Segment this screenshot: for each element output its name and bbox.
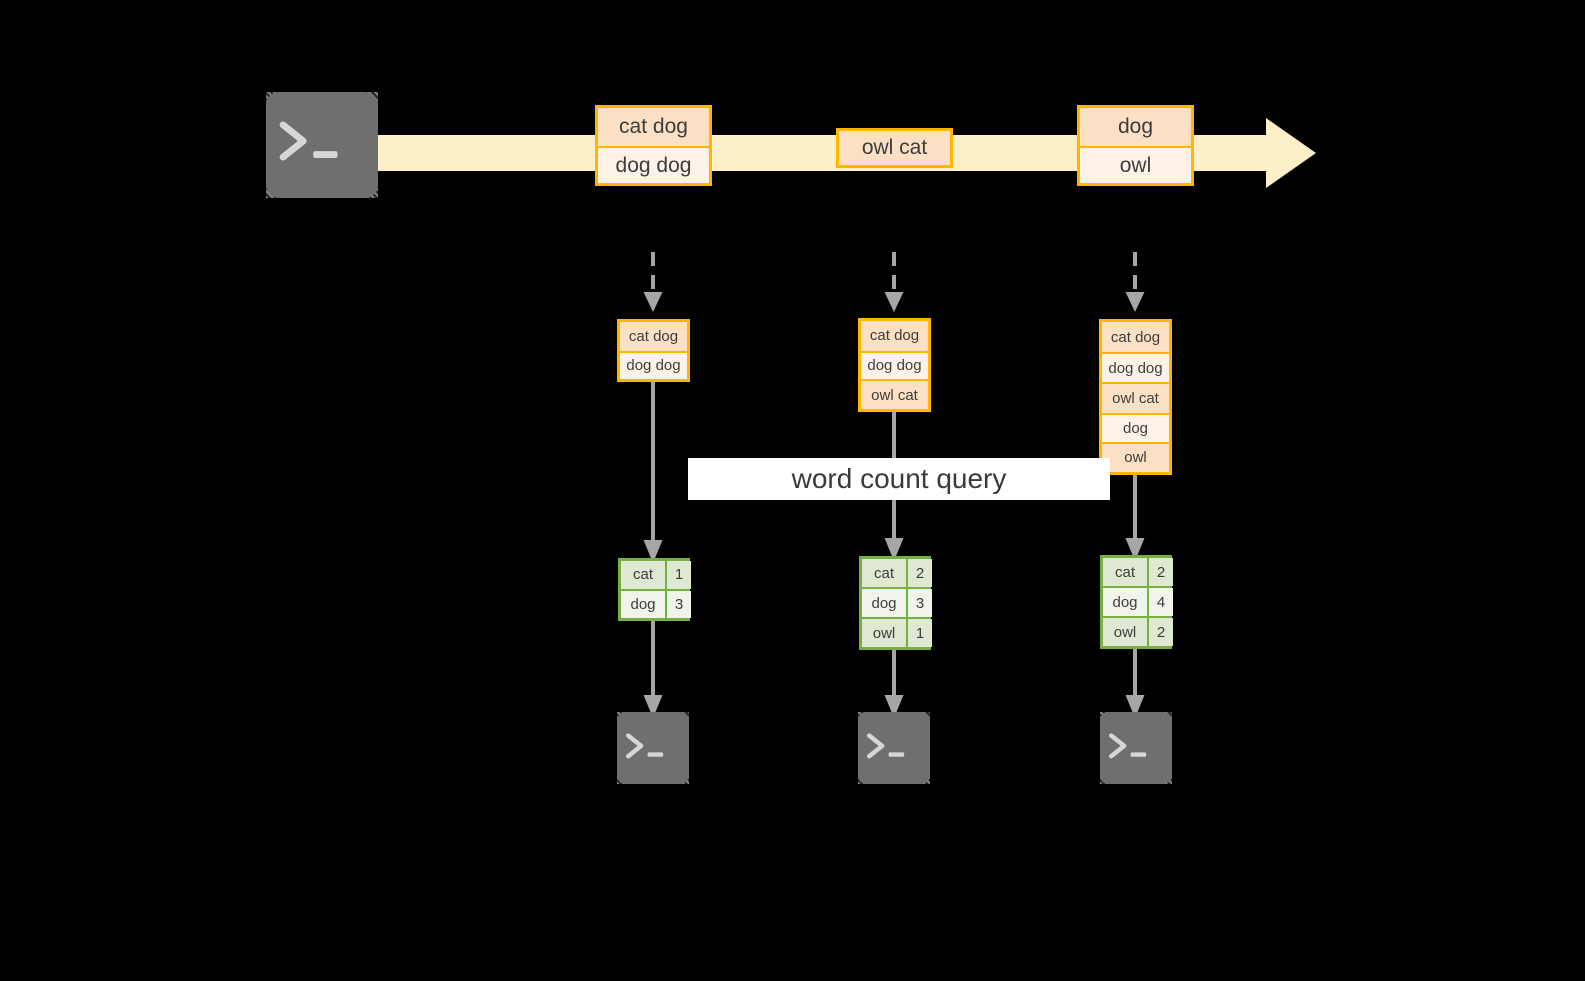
accumulated-table-column-3: cat dog dog dog owl cat dog owl [1099, 319, 1172, 475]
terminal-screen [617, 712, 689, 784]
result-table-column-3: cat 2 dog 4 owl 2 [1100, 555, 1173, 649]
result-row: cat 2 [1103, 558, 1173, 586]
accumulated-row: dog dog [620, 350, 687, 379]
result-count: 1 [906, 619, 932, 647]
terminal-screen [266, 92, 378, 198]
accumulated-row: owl [1102, 441, 1169, 472]
result-count: 2 [906, 559, 932, 587]
ingest-arrow-column-1 [640, 252, 666, 314]
sink-arrow-column-3 [1122, 649, 1148, 719]
result-count: 3 [665, 590, 691, 618]
result-word: dog [1103, 588, 1147, 616]
result-count: 1 [665, 561, 691, 589]
accumulated-table-column-1: cat dog dog dog [617, 319, 690, 382]
query-label: word count query [688, 458, 1110, 500]
accumulated-row: dog [1102, 412, 1169, 442]
result-word: cat [621, 561, 665, 589]
result-count: 2 [1147, 618, 1173, 646]
query-arrow-column-3 [1122, 475, 1148, 562]
result-table-column-2: cat 2 dog 3 owl 1 [859, 556, 932, 650]
sink-terminal-icon-column-2 [858, 712, 930, 784]
result-row: cat 1 [621, 561, 691, 589]
query-arrow-column-1 [640, 382, 666, 564]
terminal-screen [858, 712, 930, 784]
result-table-column-1: cat 1 dog 3 [618, 558, 691, 621]
accumulated-row: dog dog [1102, 352, 1169, 383]
stream-batch-1: cat dog dog dog [595, 105, 712, 186]
accumulated-row: dog dog [861, 350, 928, 380]
result-row: dog 3 [621, 588, 691, 618]
result-word: owl [862, 619, 906, 647]
result-row: dog 3 [862, 587, 932, 617]
result-count: 3 [906, 589, 932, 617]
result-word: cat [1103, 558, 1147, 586]
result-count: 2 [1147, 558, 1173, 586]
stream-batch-3-row: owl [1080, 146, 1191, 183]
sink-arrow-column-2 [881, 650, 907, 719]
accumulated-row: cat dog [620, 322, 687, 351]
stream-batch-1-row: cat dog [598, 108, 709, 146]
result-word: dog [862, 589, 906, 617]
accumulated-row: owl cat [1102, 382, 1169, 413]
result-count: 4 [1147, 588, 1173, 616]
result-row: owl 1 [862, 617, 932, 647]
accumulated-row: owl cat [861, 379, 928, 410]
accumulated-row: cat dog [1102, 322, 1169, 353]
stream-batch-3: dog owl [1077, 105, 1194, 186]
sink-terminal-icon-column-1 [617, 712, 689, 784]
stream-batch-2: owl cat [836, 128, 953, 168]
result-word: owl [1103, 618, 1147, 646]
terminal-screen [1100, 712, 1172, 784]
result-row: owl 2 [1103, 616, 1173, 646]
stream-batch-3-row: dog [1080, 108, 1191, 146]
stream-batch-2-row: owl cat [839, 131, 950, 165]
result-word: cat [862, 559, 906, 587]
accumulated-table-column-2: cat dog dog dog owl cat [858, 318, 931, 412]
ingest-arrow-column-2 [881, 252, 907, 314]
result-row: dog 4 [1103, 586, 1173, 616]
stream-batch-1-row: dog dog [598, 146, 709, 183]
sink-arrow-column-1 [640, 621, 666, 719]
source-terminal-icon [266, 92, 378, 198]
accumulated-row: cat dog [861, 321, 928, 351]
result-word: dog [621, 590, 665, 618]
result-row: cat 2 [862, 559, 932, 587]
sink-terminal-icon-column-3 [1100, 712, 1172, 784]
ingest-arrow-column-3 [1122, 252, 1148, 314]
